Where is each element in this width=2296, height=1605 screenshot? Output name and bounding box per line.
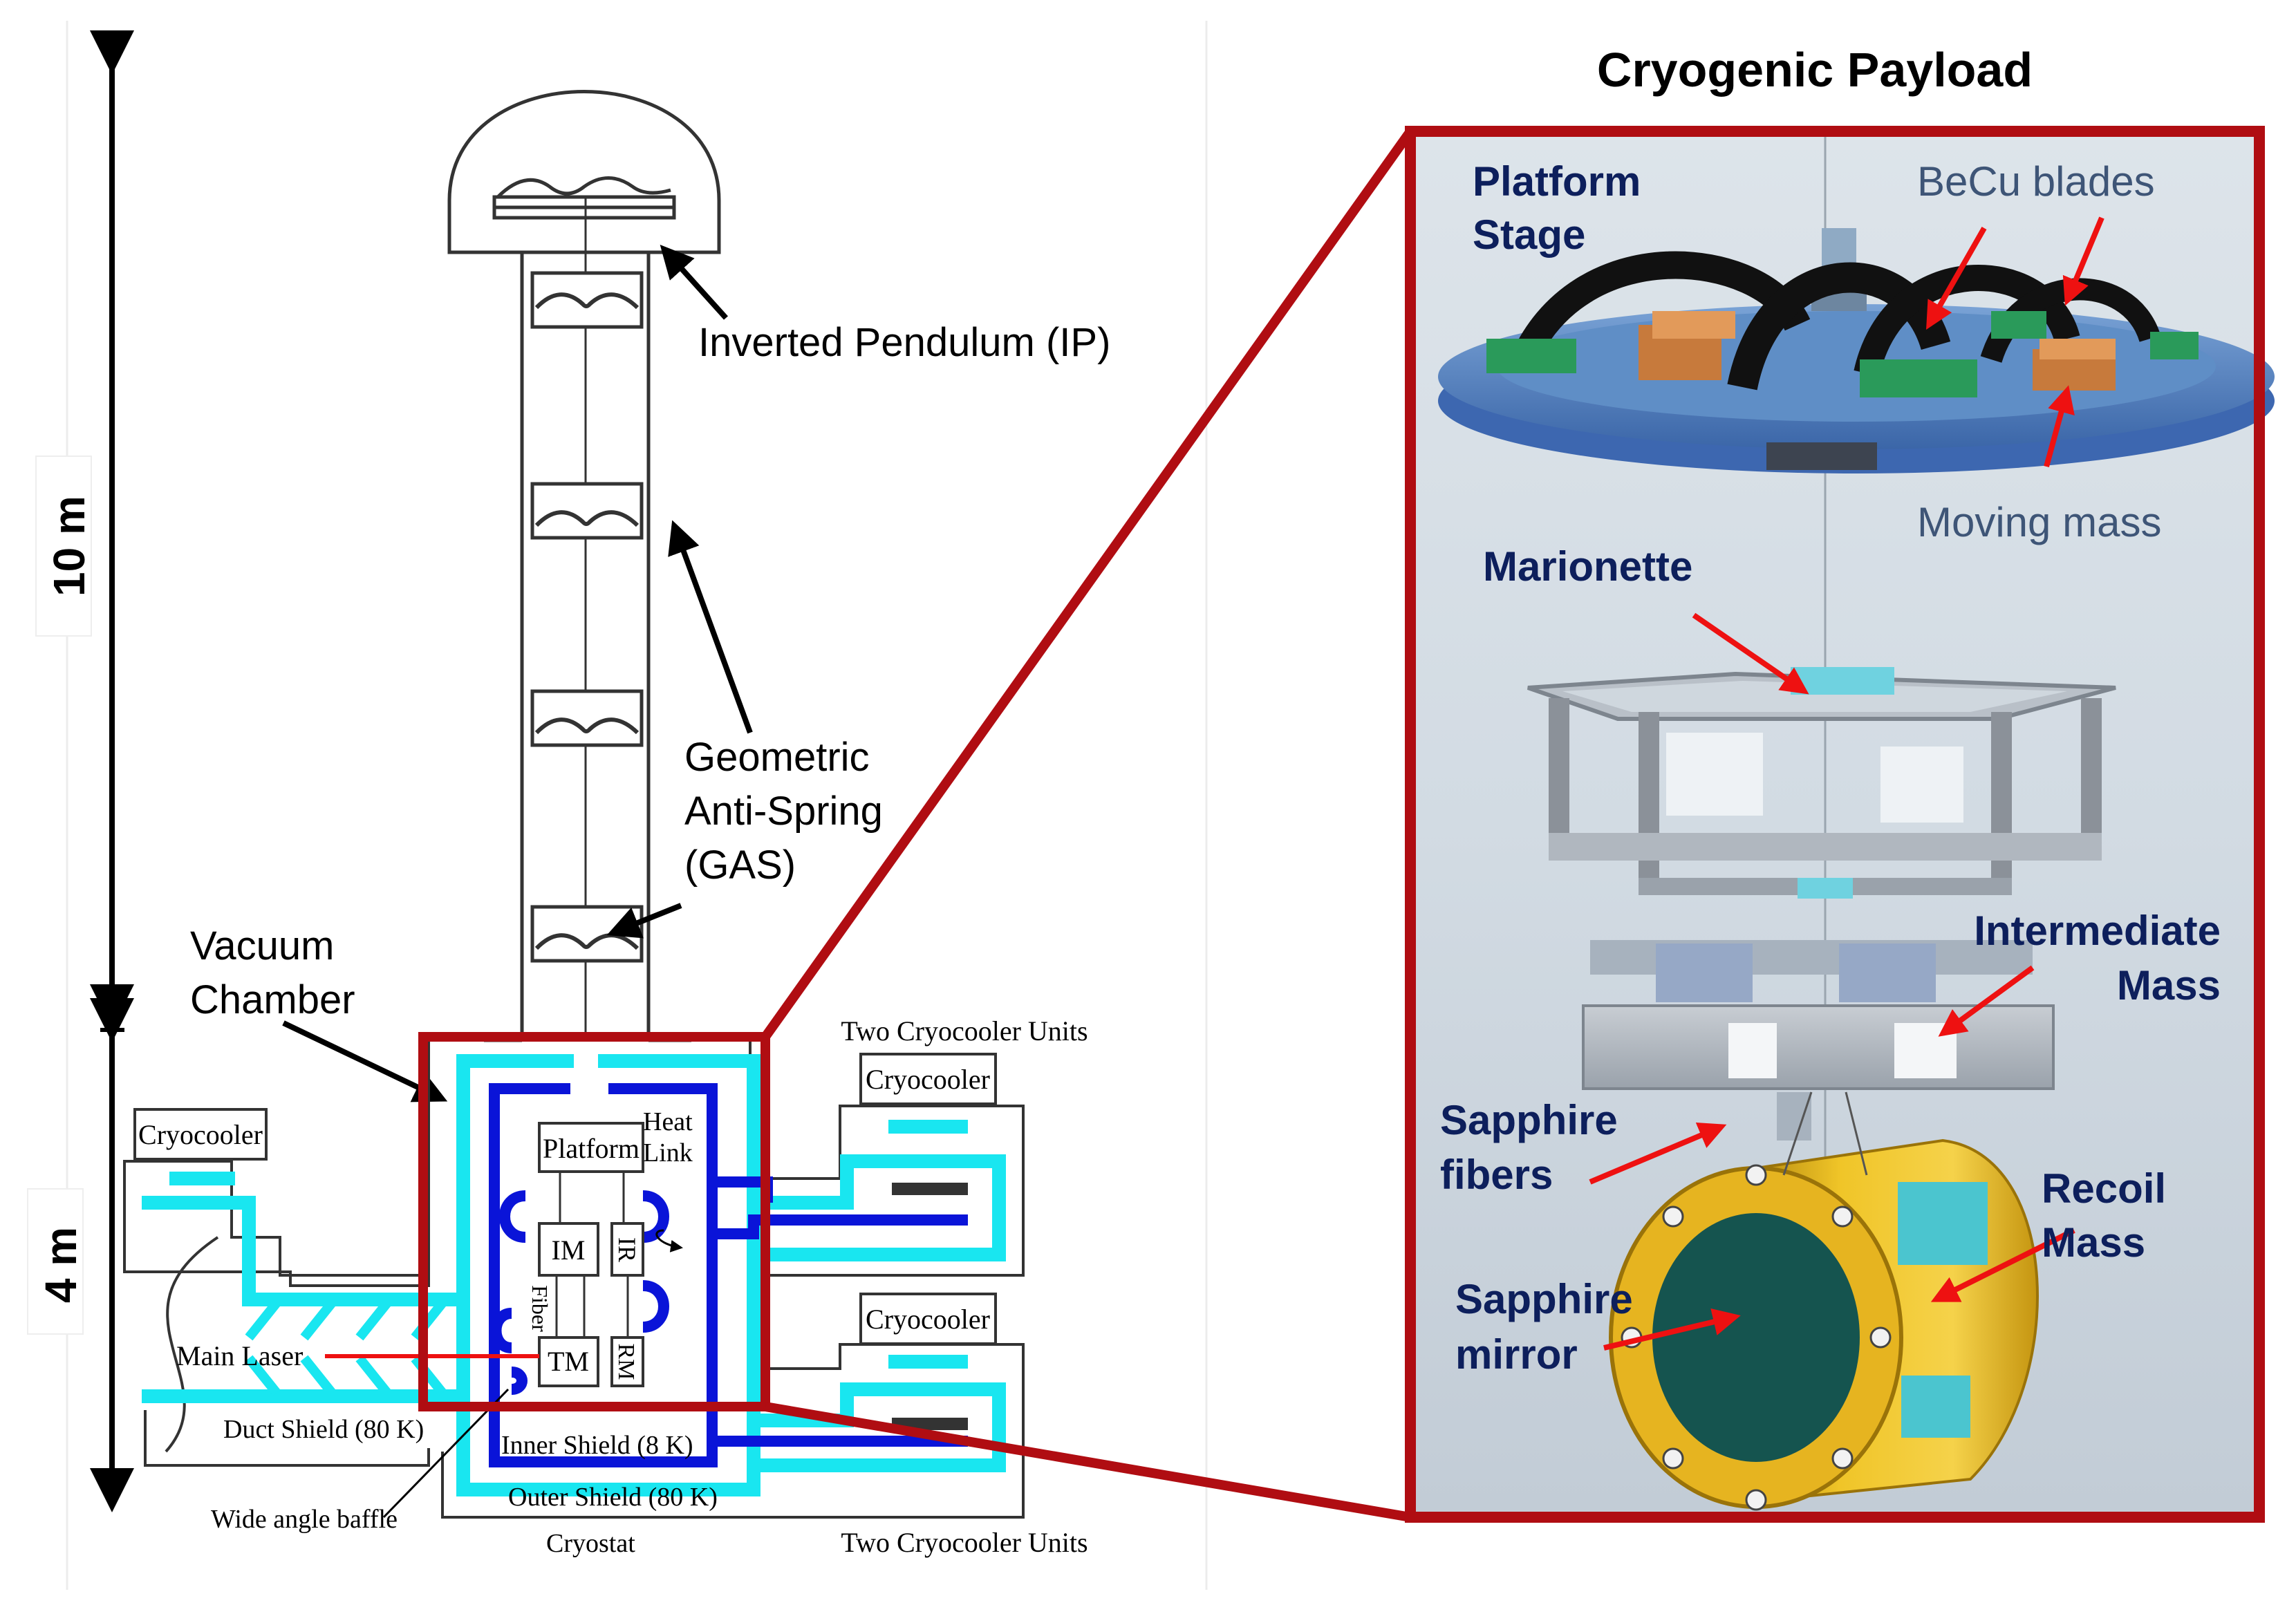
gas-stage-4 (530, 905, 644, 963)
ip-callout: Inverted Pendulum (IP) (660, 245, 1110, 365)
sapphire-mirror-line2: mirror (1455, 1331, 1578, 1378)
vacuum-label-line1: Vacuum (190, 923, 334, 968)
cryostat-label: Cryostat (546, 1529, 635, 1558)
inner-shield-label: Inner Shield (8 K) (501, 1431, 693, 1460)
recoil-line1: Recoil (2042, 1165, 2166, 1212)
panel-title: Cryogenic Payload (1597, 43, 2033, 97)
recoil-mass (1609, 1091, 2039, 1511)
intermediate-mass (1582, 940, 2055, 1141)
gas-label-line1: Geometric (684, 735, 870, 780)
sapphire-mirror-line1: Sapphire (1455, 1276, 1633, 1322)
heat-link-line1: Heat (643, 1107, 693, 1136)
cryocooler-bottom: Cryocooler (866, 1304, 990, 1335)
height-label-10m: 10 m (44, 496, 94, 597)
vacuum-callout: Vacuum Chamber (190, 923, 448, 1102)
intermediate-line1: Intermediate (1974, 908, 2221, 954)
platform-label: Platform (543, 1133, 640, 1164)
becu-label: BeCu blades (1917, 158, 2155, 205)
gas-callout: Geometric Anti-Spring (GAS) (606, 520, 883, 939)
cryostat: Two Cryocooler Units Cryocooler Cryocool… (123, 1015, 1088, 1558)
payload-photo: Platform Stage BeCu blades Moving mass M… (1410, 131, 2275, 1517)
cryocooler-top: Cryocooler (866, 1064, 990, 1095)
gas-stage-1 (530, 271, 644, 329)
baffle-label: Wide angle baffle (211, 1505, 398, 1534)
rm-label: RM (613, 1344, 639, 1380)
ir-label: IR (613, 1237, 641, 1262)
two-units-top: Two Cryocooler Units (841, 1015, 1088, 1046)
im-label: IM (552, 1235, 586, 1266)
gas-label-line2: Anti-Spring (684, 789, 883, 834)
sapphire-fibers-line1: Sapphire (1440, 1097, 1618, 1143)
gas-stage-3 (530, 689, 644, 747)
platform-stage-line2: Stage (1473, 212, 1585, 258)
fiber-label: Fiber (528, 1285, 552, 1332)
marionette (1527, 667, 2116, 899)
height-label-4m: 4 m (36, 1227, 86, 1303)
intermediate-line2: Mass (2117, 962, 2221, 1008)
ip-label: Inverted Pendulum (IP) (698, 320, 1110, 365)
moving-mass-label: Moving mass (1917, 499, 2161, 545)
vacuum-label-line2: Chamber (190, 977, 355, 1022)
marionette-label: Marionette (1483, 543, 1692, 590)
zoom-connector (418, 128, 1415, 1522)
vacuum-tower (447, 90, 721, 1042)
two-units-bottom: Two Cryocooler Units (841, 1527, 1088, 1558)
cryocooler-left: Cryocooler (138, 1119, 263, 1150)
tm-label: TM (548, 1346, 589, 1377)
platform-stage-line1: Platform (1473, 158, 1641, 205)
outer-shield-label: Outer Shield (80 K) (508, 1483, 718, 1512)
height-scale: 10 m 4 m (27, 30, 134, 1512)
main-laser-label: Main Laser (176, 1340, 303, 1371)
recoil-line2: Mass (2042, 1219, 2145, 1266)
duct-shield-label: Duct Shield (80 K) (223, 1415, 424, 1444)
gas-stage-2 (530, 482, 644, 540)
heat-link-line2: Link (643, 1138, 693, 1167)
payload-frame (1405, 126, 2265, 1523)
sapphire-fibers-line2: fibers (1440, 1152, 1553, 1198)
gas-label-line3: (GAS) (684, 843, 796, 888)
